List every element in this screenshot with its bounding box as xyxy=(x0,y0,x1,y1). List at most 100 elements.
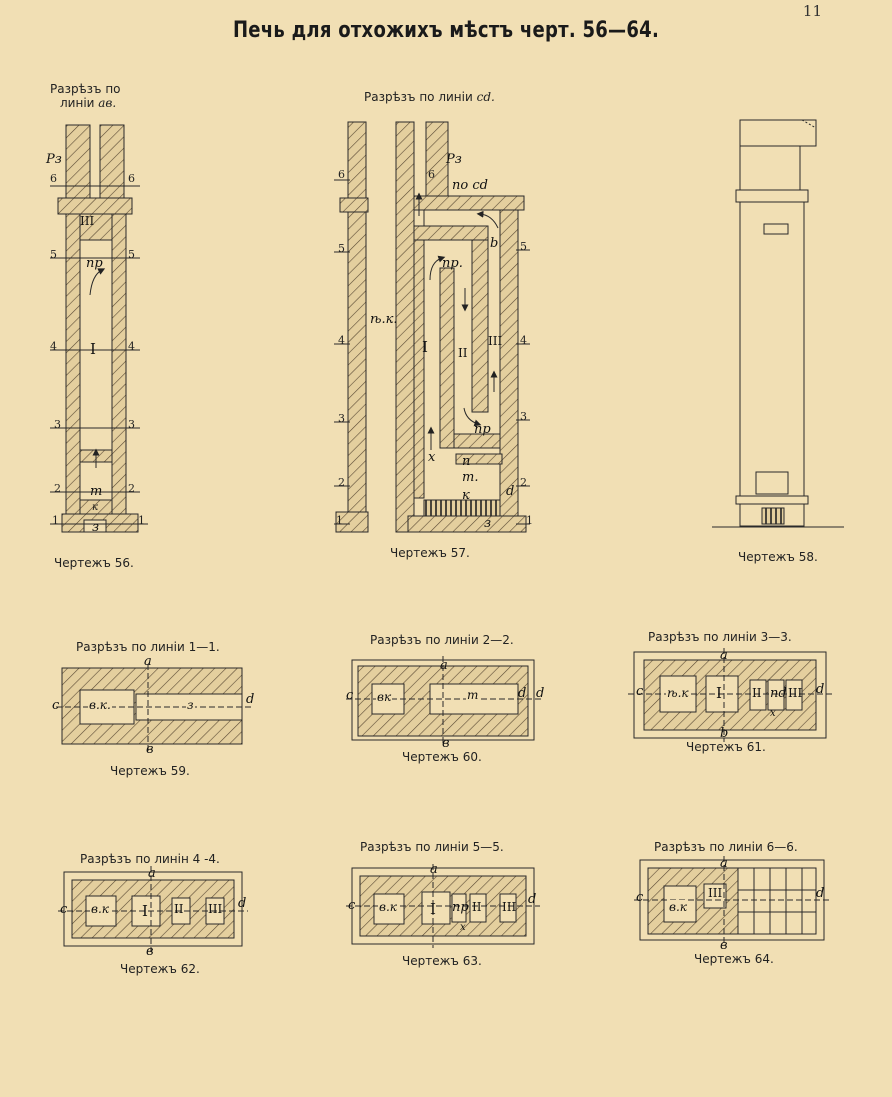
mark-56-r1: I xyxy=(90,340,96,358)
level-56-left-1: 1 xyxy=(52,514,59,527)
level-56-left-5: 5 xyxy=(50,248,57,261)
figure-58-elevation xyxy=(712,119,844,528)
level-57-left-3: 3 xyxy=(338,412,345,425)
mark-63-a: а xyxy=(430,862,438,877)
section-label-59: Разрѣзъ по линіи 1—1. xyxy=(76,640,220,654)
figure-56-section-ab xyxy=(50,124,148,533)
page-number: 11 xyxy=(802,2,822,20)
section-label-63: Разрѣзъ по линіи 5—5. xyxy=(360,840,504,854)
mark-63-vk: в.к xyxy=(378,900,398,914)
level-56-right-5: 5 xyxy=(128,248,135,261)
mark-57-m: т. xyxy=(462,470,479,485)
level-56-left-3: 3 xyxy=(54,418,61,431)
level-56-right-3: 3 xyxy=(128,418,135,431)
caption-60: Чертежъ 60. xyxy=(402,750,482,764)
section-label-64: Разрѣзъ по линіи 6—6. xyxy=(654,840,798,854)
mark-62-v: в xyxy=(146,944,154,959)
level-57-right-3: 3 xyxy=(520,410,527,423)
caption-59: Чертежъ 59. xyxy=(110,764,190,778)
level-56-left-6: 6 xyxy=(50,172,57,185)
mark-56-np: пр xyxy=(86,256,103,271)
mark-62-r1: I xyxy=(142,902,148,920)
mark-62-r2: II xyxy=(174,902,184,916)
section-label-57-text: Разрѣзъ по линіи xyxy=(364,90,473,104)
mark-57-x: х xyxy=(428,450,436,465)
mark-56-z: з xyxy=(92,520,100,535)
mark-59-c: с xyxy=(52,698,60,713)
mark-63-r2: II xyxy=(472,900,482,914)
mark-59-d: d xyxy=(246,692,255,707)
level-56-left-2: 2 xyxy=(54,482,61,495)
level-56-left-4: 4 xyxy=(50,340,57,353)
mark-62-r3: III xyxy=(208,902,223,916)
section-label-62: Разрѣзъ по линін 4 -4. xyxy=(80,852,220,866)
mark-62-d: d xyxy=(238,896,247,911)
figure-63-plan-5-5 xyxy=(346,864,540,948)
mark-63-r3: III xyxy=(502,900,517,914)
mark-56-k: к xyxy=(92,502,98,513)
mark-64-a: а xyxy=(720,856,728,871)
mark-60-a: а xyxy=(440,658,448,673)
mark-60-c: с xyxy=(346,688,354,703)
mark-61-r2: II xyxy=(752,686,762,700)
mark-57-rz: Рз xyxy=(446,152,462,167)
level-57-right-1: 1 xyxy=(526,514,533,527)
mark-59-a: а xyxy=(144,654,152,669)
mark-64-vk: в.к xyxy=(668,900,688,914)
mark-57-k: к xyxy=(462,488,470,503)
caption-62: Чертежъ 62. xyxy=(120,962,200,976)
level-57-right-2: 2 xyxy=(520,476,527,489)
mark-57-np2: пр xyxy=(474,422,491,437)
level-56-right-1: 1 xyxy=(138,514,145,527)
caption-57: Чертежъ 57. xyxy=(390,546,470,560)
caption-61: Чертежъ 61. xyxy=(686,740,766,754)
section-label-56-code: ав. xyxy=(98,96,117,110)
level-57-inner-6: 6 xyxy=(428,168,435,181)
mark-64-c: с xyxy=(636,890,644,905)
mark-59-vk: в.к. xyxy=(88,698,112,712)
mark-57-z: з xyxy=(484,516,492,531)
level-56-right-6: 6 xyxy=(128,172,135,185)
page-title: Печь для отхожихъ мѣстъ черт. 56—64. xyxy=(232,18,660,43)
level-57-left-2: 2 xyxy=(338,476,345,489)
mark-61-x: х xyxy=(770,708,776,719)
figure-62-plan-4-4 xyxy=(58,866,248,952)
level-57-left-4: 4 xyxy=(338,334,345,347)
mark-56-rz: Рз xyxy=(46,152,62,167)
section-label-57: Разрѣзъ по линіи сd. xyxy=(364,90,495,104)
mark-63-r1: I xyxy=(430,900,436,918)
mark-57-r1: I xyxy=(422,338,428,356)
mark-56-r3: III xyxy=(80,214,95,228)
mark-60-m: т xyxy=(466,688,480,702)
mark-64-d: d xyxy=(816,886,825,901)
caption-64: Чертежъ 64. xyxy=(694,952,774,966)
mark-59-v: в xyxy=(146,742,154,757)
mark-57-np: пр. xyxy=(442,256,463,271)
caption-63: Чертежъ 63. xyxy=(402,954,482,968)
mark-60-v: в xyxy=(442,736,450,751)
figure-57-section-cd xyxy=(334,121,530,533)
level-56-right-2: 2 xyxy=(128,482,135,495)
mark-57-d: d xyxy=(506,484,515,499)
mark-57-nocd: по сd xyxy=(452,178,488,193)
level-57-left-1: 1 xyxy=(336,514,343,527)
section-label-56-line2: линіи ав. xyxy=(60,96,116,110)
mark-57-vk: ѣ.к. xyxy=(370,312,398,327)
level-57-left-6: 6 xyxy=(338,168,345,181)
level-57-left-5: 5 xyxy=(338,242,345,255)
mark-60-d-inner: d xyxy=(518,686,527,701)
mark-63-x: х xyxy=(460,922,466,933)
mark-62-vk: в.к xyxy=(90,902,110,916)
mark-61-r3: III xyxy=(788,686,803,700)
mark-62-a: а xyxy=(148,866,156,881)
mark-61-vk: ѣ.к xyxy=(666,686,690,700)
mark-59-z: з xyxy=(186,698,195,712)
mark-60-vk: вк xyxy=(376,690,393,704)
section-label-61: Разрѣзъ по линіи 3—3. xyxy=(648,630,792,644)
mark-57-r2: II xyxy=(458,346,468,360)
level-57-right-5: 5 xyxy=(520,240,527,253)
mark-61-d: d xyxy=(816,682,825,697)
mark-63-c: с xyxy=(348,898,356,913)
mark-57-n: п xyxy=(462,454,471,469)
